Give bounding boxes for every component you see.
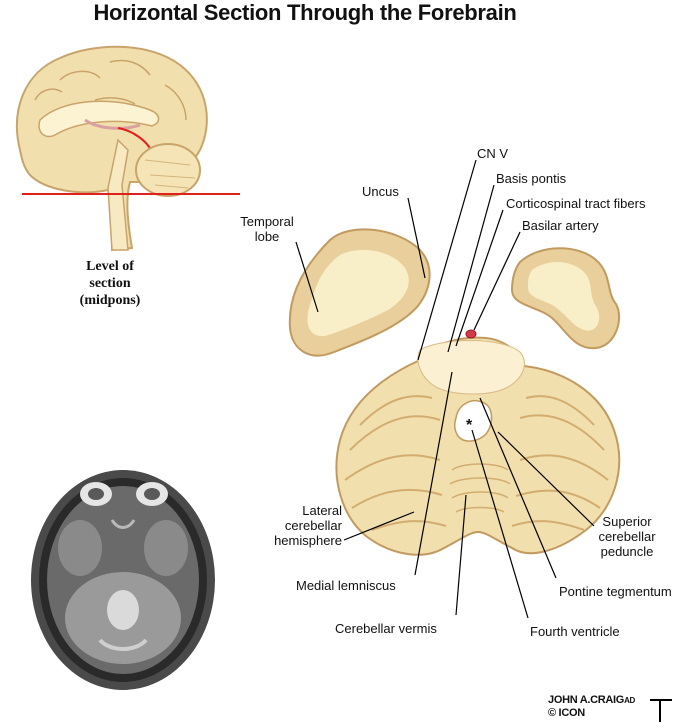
pons-and-cerebellum [335, 329, 621, 556]
leader-lines [295, 159, 595, 619]
leader-cerebellar-vermis [455, 494, 467, 616]
sagittal-brain-inset [15, 45, 240, 252]
basilar-artery-mark [465, 329, 477, 339]
label-uncus: Uncus [362, 184, 399, 199]
leader-medial-lemniscus [414, 371, 453, 576]
signature-suffix: AD [624, 696, 636, 705]
label-superior-line-1: Superior [602, 514, 652, 529]
page-title: Horizontal Section Through the Forebrain [93, 0, 517, 25]
level-line-3: (midpons) [79, 293, 141, 308]
label-superior-line-3: peduncle [600, 544, 654, 559]
level-line-1: Level of [86, 259, 134, 274]
leader-pontine-tegmentum [479, 397, 557, 579]
signature-mark [650, 699, 672, 722]
label-lateral-line-3: hemisphere [274, 533, 342, 548]
fourth-ventricle-cavity [453, 400, 493, 442]
artist-signature: JOHN A.CRAIGAD © ICON [548, 694, 635, 720]
label-corticospinal: Corticospinal tract fibers [506, 196, 646, 211]
leader-cn-v [417, 159, 477, 361]
label-asterisk: * [466, 417, 473, 434]
label-medial-lemniscus: Medial lemniscus [296, 578, 396, 593]
leader-basis-pontis [447, 184, 495, 353]
label-basilar-artery: Basilar artery [522, 218, 599, 233]
label-cn-v: CN V [477, 146, 509, 161]
label-lateral-line-2: cerebellar [284, 518, 342, 533]
label-lateral-cerebellar-hemisphere: Lateral cerebellar hemisphere [256, 503, 342, 548]
signature-line-1: JOHN A.CRAIG [548, 694, 625, 706]
label-cerebellar-vermis: Cerebellar vermis [335, 621, 437, 636]
leader-temporal-lobe [295, 241, 319, 313]
label-superior-line-2: cerebellar [598, 529, 656, 544]
level-of-section-caption: Level of section (midpons) [40, 258, 180, 309]
label-temporal-lobe: Temporal lobe [232, 214, 302, 244]
leader-basilar-artery [473, 231, 521, 331]
label-pontine-tegmentum: Pontine tegmentum [559, 584, 672, 599]
leader-superior-cerebellar [497, 431, 595, 527]
leader-uncus [407, 197, 426, 279]
leader-corticospinal [455, 209, 504, 347]
label-fourth-ventricle: Fourth ventricle [530, 624, 620, 639]
mri-inset [31, 470, 215, 690]
leader-fourth-ventricle [471, 429, 529, 619]
level-line-2: section [89, 276, 131, 291]
label-basis-pontis: Basis pontis [496, 171, 567, 186]
label-temporal-lobe-line-1: Temporal [240, 214, 294, 229]
leader-lateral-cerebellar [343, 511, 415, 541]
signature-line-2: © ICON [548, 707, 585, 719]
inset-cerebellum [135, 143, 201, 197]
label-temporal-lobe-line-2: lobe [254, 229, 280, 244]
label-lateral-line-1: Lateral [302, 503, 342, 518]
right-temporal-lobe [510, 247, 621, 350]
label-superior-cerebellar-peduncle: Superior cerebellar peduncle [590, 514, 664, 559]
left-temporal-lobe [288, 228, 431, 357]
